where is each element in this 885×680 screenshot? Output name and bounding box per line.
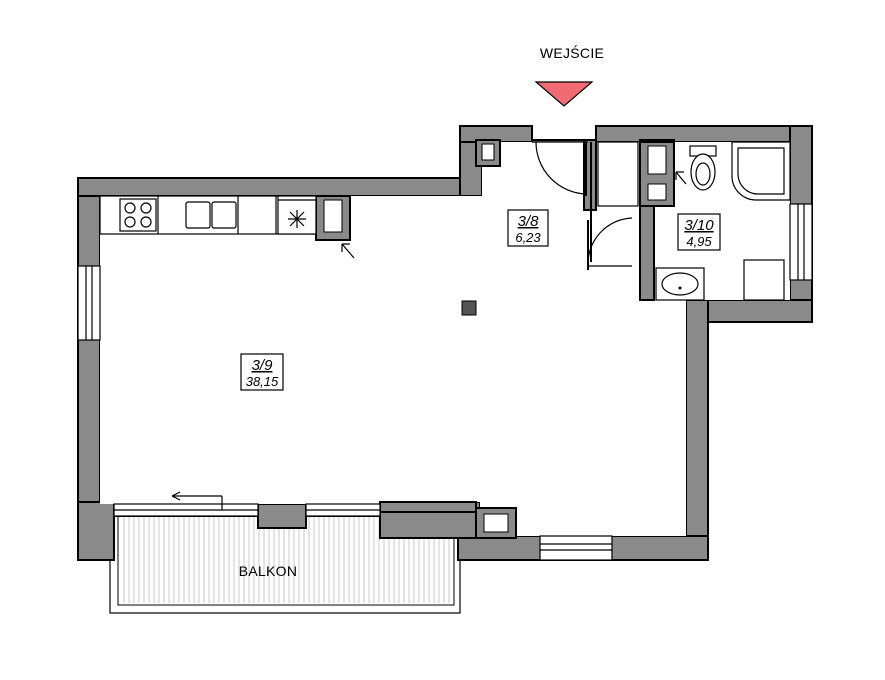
entrance-marker-icon: [534, 81, 594, 107]
washbasin-icon: [655, 267, 705, 301]
room-label-hall: 3/8 6,23: [507, 209, 549, 247]
balcony-door-arrow: [171, 491, 223, 510]
washing-machine: [743, 259, 785, 301]
entrance-door: [532, 141, 588, 196]
entrance-label: WEJŚCIE: [540, 44, 604, 61]
toilet-icon: [689, 145, 717, 191]
room-area: 6,23: [515, 230, 541, 245]
fridge-icon: [277, 195, 317, 235]
room-label-bath: 3/10 4,95: [677, 213, 721, 251]
balcony-label: BALKON: [239, 563, 298, 579]
column: [461, 300, 477, 316]
cooktop-icon: [119, 198, 157, 232]
room-area: 4,95: [686, 234, 712, 249]
kitchen: [99, 195, 355, 259]
room-code: 3/9: [252, 357, 274, 374]
sink-icon: [185, 201, 237, 229]
room-area: 38,15: [246, 374, 279, 389]
shower-icon: [731, 141, 791, 201]
room-code: 3/10: [684, 217, 714, 234]
partitions: [315, 139, 675, 539]
bathroom-fixtures: [597, 141, 791, 301]
room-label-living: 3/9 38,15: [240, 353, 284, 391]
bathroom-door: [587, 217, 633, 270]
room-code: 3/8: [518, 213, 540, 230]
